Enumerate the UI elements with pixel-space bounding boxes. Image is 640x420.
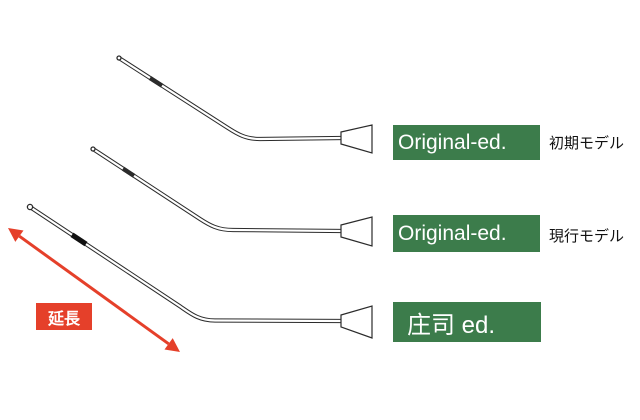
depth-marker <box>148 76 164 88</box>
extension-label: 延長 <box>36 303 92 330</box>
depth-marker <box>121 166 136 178</box>
extension-arrow-shaft <box>18 234 170 346</box>
tip-cap <box>116 55 122 61</box>
tube-outline <box>117 56 343 142</box>
model-badge-current: Original-ed. <box>393 215 540 252</box>
instrument-extended-model <box>26 203 373 339</box>
tube-core <box>118 57 343 141</box>
model-badge-extended: 庄司 ed. <box>393 302 541 342</box>
model-badge-initial: Original-ed. <box>393 125 540 160</box>
depth-marker <box>70 232 88 247</box>
model-caption-initial: 初期モデル <box>549 135 625 152</box>
arrowhead-end <box>164 338 180 352</box>
model-caption-current: 現行モデル <box>549 228 625 245</box>
instrument-initial-model <box>116 55 373 154</box>
extension-arrow-icon <box>8 228 180 352</box>
tube-outline <box>91 147 343 234</box>
tip-cap <box>26 203 34 211</box>
instrument-current-model <box>90 146 373 247</box>
hub <box>340 216 373 247</box>
hub <box>340 305 373 339</box>
tube-core <box>92 148 343 233</box>
tube-core <box>29 206 343 323</box>
hub <box>340 124 373 154</box>
tip-cap <box>90 146 96 152</box>
arrowhead-start <box>8 228 24 242</box>
